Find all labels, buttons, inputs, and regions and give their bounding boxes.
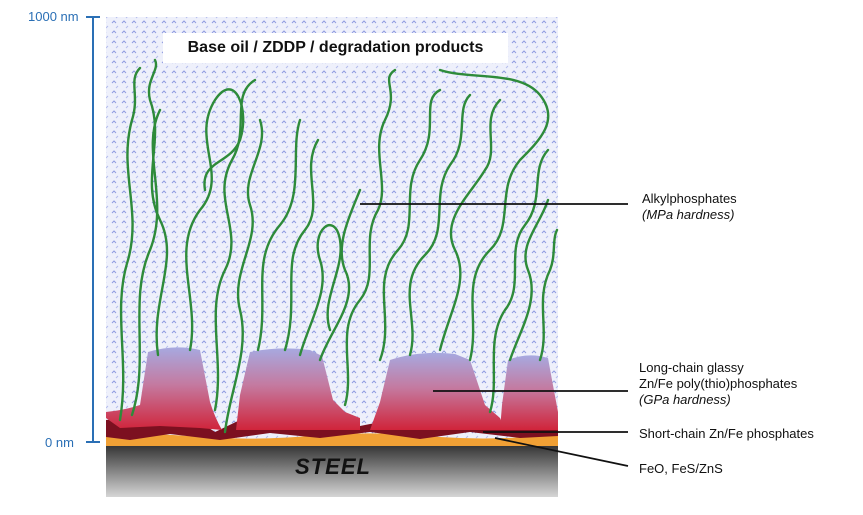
alkyl-chain xyxy=(508,198,550,362)
alkyl-annotation-line1: Alkylphosphates xyxy=(642,191,737,206)
alkyl-chain xyxy=(185,88,245,352)
alkyl-chain xyxy=(223,118,264,434)
alkyl-chain xyxy=(318,188,362,362)
oxide-annotation: FeO, FeS/ZnS xyxy=(639,461,723,476)
thickness-axis xyxy=(86,16,100,443)
axis-top-label: 1000 nm xyxy=(28,9,79,24)
glassy-annotation-line1: Long-chain glassy xyxy=(639,360,744,375)
glassy-annotation-line3: (GPa hardness) xyxy=(639,392,797,408)
alkyl-chain xyxy=(488,148,550,414)
alkyl-annotation-line2: (MPa hardness) xyxy=(642,207,737,223)
oxide-sulfide-layer xyxy=(106,433,558,446)
alkyl-chain xyxy=(283,138,320,352)
alkyl-chain xyxy=(343,68,397,407)
alkyl-annotation-hardness: (MPa hardness) xyxy=(642,207,735,222)
alkyl-chain xyxy=(538,228,559,362)
alkyl-annotation: Alkylphosphates (MPa hardness) xyxy=(642,191,737,223)
alkyl-chain xyxy=(438,98,502,352)
alkyl-chain xyxy=(118,66,142,422)
oil-region-title: Base oil / ZDDP / degradation products xyxy=(163,33,508,63)
alkyl-chain xyxy=(256,118,302,352)
alkyl-chain xyxy=(408,93,472,357)
glassy-annotation-hardness: (GPa hardness) xyxy=(639,392,731,407)
steel-substrate xyxy=(106,442,558,497)
alkyl-chain xyxy=(147,58,169,357)
alkyl-chain xyxy=(378,88,442,362)
annotation-leaders xyxy=(360,203,629,467)
axis-bottom-label: 0 nm xyxy=(45,435,74,450)
alkylphosphate-chains xyxy=(118,58,559,434)
short-chain-annotation: Short-chain Zn/Fe phosphates xyxy=(639,426,814,441)
alkyl-chain xyxy=(213,78,257,412)
glassy-annotation: Long-chain glassy Zn/Fe poly(thio)phosph… xyxy=(639,360,797,408)
alkyl-chain xyxy=(438,68,550,362)
alkyl-chain xyxy=(298,224,342,357)
glassy-annotation-line2: Zn/Fe poly(thio)phosphates xyxy=(639,376,798,391)
steel-label: STEEL xyxy=(295,454,371,479)
